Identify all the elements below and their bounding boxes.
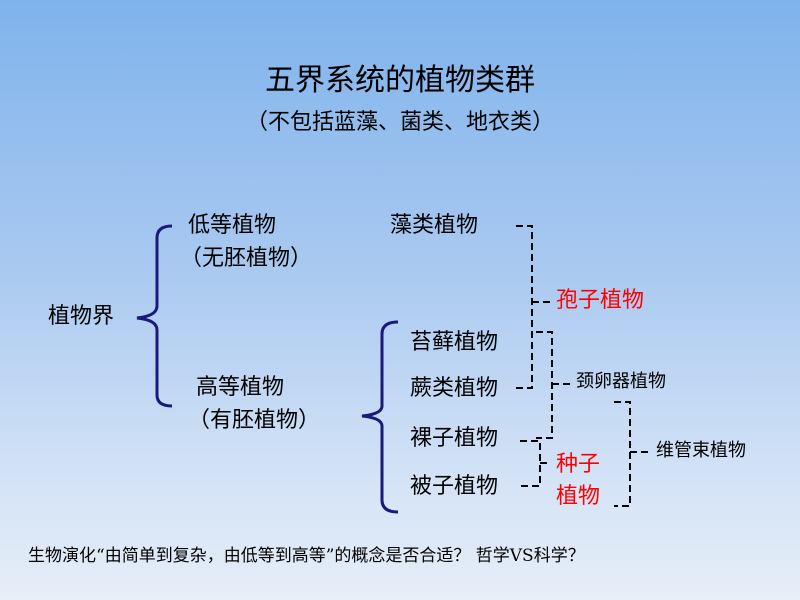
- algae-label: 藻类植物: [390, 213, 479, 238]
- higher-bracket: [361, 320, 399, 514]
- seed-plants-label-line1: 种子: [556, 452, 601, 477]
- vascular-plants-label: 维管束植物: [656, 440, 746, 461]
- lower-plants-label: 低等植物: [188, 213, 277, 238]
- page-title: 五界系统的植物类群: [265, 63, 535, 98]
- archegonia-plants-label: 颈卵器植物: [576, 371, 666, 392]
- angiosperm-label: 被子植物: [410, 474, 499, 499]
- higher-plants-note: （有胚植物）: [188, 408, 321, 433]
- higher-plants-label: 高等植物: [196, 375, 285, 400]
- spore-plants-label: 孢子植物: [556, 288, 645, 313]
- lower-plants-note: （无胚植物）: [180, 246, 313, 271]
- seed-plants-label-line2: 植物: [556, 484, 601, 509]
- footer-question: 生物演化“由简单到复杂，由低等到高等”的概念是否合适？ 哲学VS科学？: [28, 546, 585, 566]
- root-node-label: 植物界: [48, 304, 115, 329]
- page-subtitle: （不包括蓝藻、菌类、地衣类）: [245, 110, 554, 135]
- vascular-group-line: [614, 401, 650, 507]
- moss-label: 苔藓植物: [410, 330, 499, 355]
- root-bracket: [136, 224, 173, 408]
- gymnosperm-label: 裸子植物: [410, 426, 499, 451]
- fern-label: 蕨类植物: [410, 376, 499, 401]
- spore-group-line: [516, 225, 552, 389]
- archegonia-group-line: [536, 331, 570, 439]
- seed-group-line: [520, 440, 550, 487]
